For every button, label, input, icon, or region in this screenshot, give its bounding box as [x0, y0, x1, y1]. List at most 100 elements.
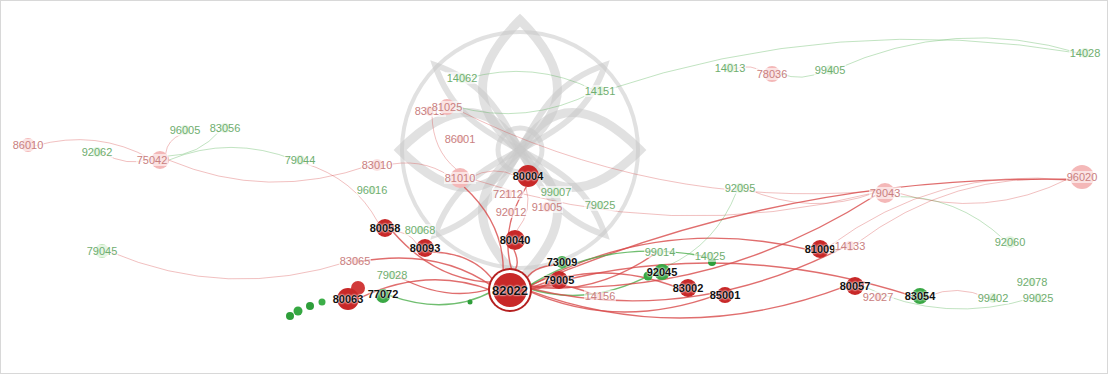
node-label: 99025 — [1022, 292, 1055, 304]
graph-node: 82022 — [493, 273, 527, 307]
graph-node: 99025 — [1033, 293, 1043, 303]
graph-node: 92060 — [1004, 236, 1016, 248]
graph-edge — [829, 178, 1071, 247]
graph-node: 99007 — [551, 187, 561, 197]
graph-node: 92027 — [874, 293, 882, 301]
node-label: 92012 — [495, 206, 528, 218]
node-label: 92078 — [1016, 276, 1049, 288]
graph-node: 92012 — [507, 208, 515, 216]
node-label: 81010 — [444, 172, 477, 184]
graph-node: 79045 — [95, 244, 109, 258]
node-label: 77072 — [367, 288, 400, 300]
graph-node: 14025 — [706, 252, 714, 260]
node-label: 14062 — [446, 72, 479, 84]
graph-node: 14028 — [1080, 48, 1090, 58]
graph-node: 96005 — [180, 125, 190, 135]
node-label: 79025 — [584, 199, 617, 211]
graph-node: 80040 — [505, 230, 525, 250]
graph-edge — [109, 251, 351, 279]
graph-edge — [855, 179, 1071, 245]
graph-node: 86001 — [456, 135, 464, 143]
graph-edge — [455, 109, 875, 194]
graph-edge — [433, 252, 495, 283]
graph-edge — [527, 196, 876, 288]
node-label: 83002 — [672, 282, 705, 294]
graph-edge — [527, 247, 845, 301]
graph-node: 77072 — [376, 289, 390, 303]
graph-node: 83056 — [220, 123, 230, 133]
node-label: 79028 — [376, 269, 409, 281]
graph-node: 14156 — [596, 292, 604, 300]
node-label: 83056 — [209, 122, 242, 134]
graph-edge — [455, 92, 595, 114]
node-label: 83054 — [904, 290, 937, 302]
node-label: 96005 — [169, 124, 202, 136]
graph-node: 83002 — [679, 279, 697, 297]
graph-node: 99402 — [988, 293, 998, 303]
graph-node: 73009 — [556, 256, 568, 268]
node-label: 78036 — [756, 68, 789, 80]
graph-edge — [390, 291, 493, 305]
node-label: 73009 — [546, 256, 579, 268]
graph-edge — [393, 232, 495, 282]
node-label: 92027 — [862, 291, 895, 303]
node-label: 14028 — [1069, 47, 1102, 59]
graph-edge — [894, 197, 1004, 240]
node-label: 80093 — [409, 242, 442, 254]
node-label: 99402 — [977, 292, 1010, 304]
node-label: 79043 — [869, 187, 902, 199]
node-label: 80063 — [332, 293, 365, 305]
node-label: 85001 — [709, 289, 742, 301]
graph-edge — [745, 188, 875, 203]
graph-edge — [166, 134, 182, 153]
graph-node: 96016 — [368, 186, 376, 194]
graph-node: 86010 — [21, 138, 35, 152]
graph-node: 92045 — [654, 264, 670, 280]
graph-node: 91005 — [542, 202, 552, 212]
node-label: 79045 — [86, 245, 119, 257]
graph-node: 80004 — [517, 165, 539, 187]
graph-edge — [835, 38, 1080, 70]
graph-node: 83065 — [351, 257, 359, 265]
node-label: 80040 — [499, 234, 532, 246]
node-label: 79044 — [284, 154, 317, 166]
graph-node: 80068 — [416, 226, 424, 234]
node-label: 96020 — [1066, 171, 1099, 183]
graph-edge — [359, 258, 493, 287]
node-label: 99014 — [644, 246, 677, 258]
graph-node: 72112 — [504, 190, 512, 198]
node-label: 81009 — [804, 243, 837, 255]
graph-node: 83054 — [912, 288, 928, 304]
graph-node: 79025 — [596, 201, 604, 209]
graph-node: 75042 — [151, 151, 169, 169]
node-label: 79005 — [543, 274, 576, 286]
graph-node: 96020 — [1070, 165, 1094, 189]
graph-edge — [35, 140, 151, 159]
graph-node: 81025 — [439, 99, 455, 115]
node-label: 83010 — [361, 159, 394, 171]
node-label: 92095 — [724, 182, 757, 194]
graph-node: 79044 — [295, 155, 305, 165]
graph-edge — [667, 192, 736, 266]
graph-node: 79043 — [875, 183, 895, 203]
graph-node: 79005 — [550, 271, 568, 289]
graph-node: 78036 — [764, 66, 780, 82]
node-label: 75042 — [136, 154, 169, 166]
graph-node: 99014 — [656, 248, 664, 256]
node-label: 82022 — [491, 283, 529, 298]
node-label: 14133 — [834, 240, 867, 252]
node-label: 14025 — [694, 250, 727, 262]
graph-node: 92062 — [92, 147, 102, 157]
graph-edge — [527, 238, 811, 288]
graph-edge — [169, 147, 295, 160]
graph-node: 14062 — [457, 73, 467, 83]
graph-node: 80063 — [337, 288, 359, 310]
node-label: 14013 — [714, 62, 747, 74]
node-label: 91005 — [531, 201, 564, 213]
node-label: 81025 — [431, 101, 464, 113]
graph-node: 14013 — [725, 63, 735, 73]
graph-node: 92095 — [735, 183, 745, 193]
graph-node: 92078 — [1028, 278, 1036, 286]
graph-node: 81009 — [811, 240, 829, 258]
graph-node: 79028 — [388, 271, 396, 279]
